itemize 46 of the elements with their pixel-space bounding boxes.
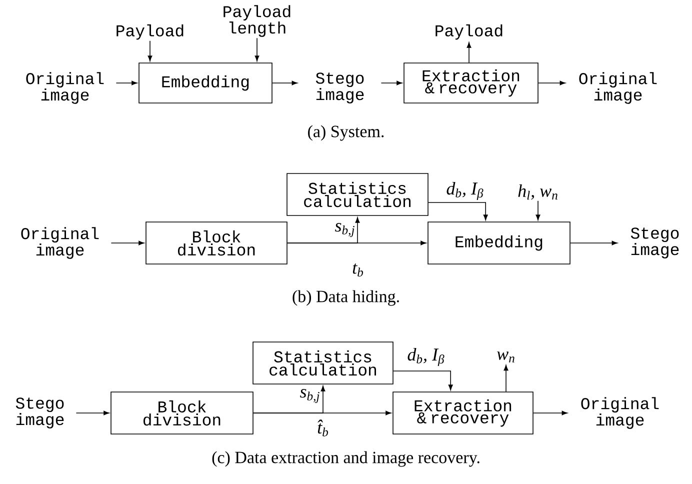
- process-box: Embedding: [428, 222, 570, 264]
- edge-label: t̂$_{b}$: [318, 420, 328, 436]
- process-box: Statistics calculation: [286, 173, 428, 216]
- arrow: [253, 386, 326, 414]
- image-label: Original image: [581, 397, 659, 429]
- image-label: Payload: [116, 24, 184, 40]
- arrow: [272, 80, 298, 86]
- arrow: [380, 80, 402, 86]
- edge-label: t$_{b}$: [352, 263, 364, 277]
- caption: (a) System.: [308, 125, 384, 141]
- arrow: [428, 202, 488, 220]
- image-label: Original image: [21, 227, 99, 259]
- caption: (b) Data hiding.: [292, 290, 399, 306]
- process-box: Statistics calculation: [252, 342, 394, 384]
- arrow: [538, 80, 566, 86]
- image-label: Stego image: [316, 72, 364, 104]
- edge-label: d$_{b}$, I$_{β}$: [446, 182, 484, 200]
- process-box: Block division: [110, 392, 254, 434]
- arrow: [393, 370, 453, 390]
- arrow: [148, 40, 152, 62]
- variable-label: h$_{l}$, w$_{n}$: [518, 184, 558, 200]
- caption: (c) Data extraction and image recovery.: [212, 451, 480, 467]
- edge-label: s$_{b,j}$: [300, 389, 320, 403]
- arrow: [110, 240, 144, 246]
- edge-label: s$_{b,j}$: [335, 223, 354, 237]
- arrow: [533, 410, 568, 416]
- arrow: [254, 38, 260, 62]
- variable-label: w$_{n}$: [497, 352, 514, 362]
- image-label: Payload: [436, 24, 502, 40]
- process-box: Embedding: [138, 62, 272, 104]
- arrow: [116, 80, 138, 86]
- image-label: Stego image: [630, 228, 679, 258]
- arrow: [504, 364, 508, 392]
- image-label: Original image: [579, 72, 657, 104]
- arrow: [570, 240, 618, 246]
- process-box: Extraction & recovery: [404, 62, 538, 104]
- edge-label: d$_{b}$, I$_{β}$: [408, 348, 444, 366]
- arrow: [76, 410, 110, 416]
- process-box: Block division: [146, 222, 288, 264]
- image-label: Stego image: [16, 398, 64, 428]
- arrow: [287, 217, 360, 244]
- image-label: Original image: [26, 72, 104, 104]
- process-box: Extraction & recovery: [392, 392, 534, 434]
- image-label: Payload length: [224, 5, 290, 37]
- arrow: [536, 200, 540, 220]
- arrow: [466, 42, 472, 63]
